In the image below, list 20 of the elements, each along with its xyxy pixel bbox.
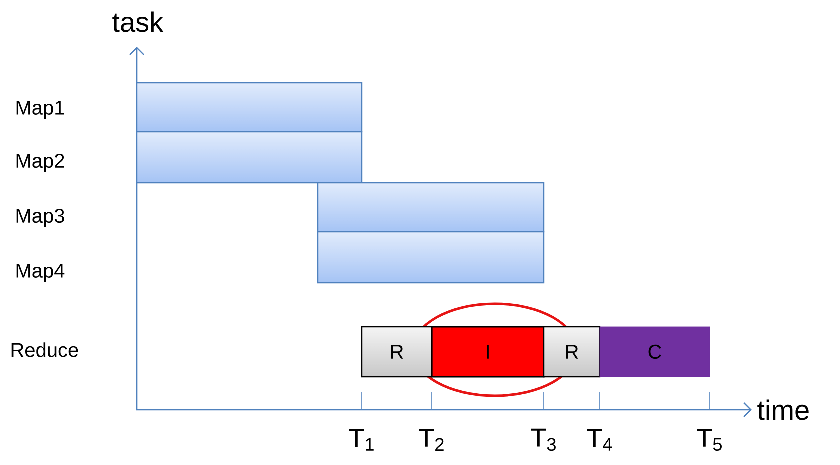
task-label: Map4 <box>16 264 65 282</box>
axis-label: time <box>758 400 809 420</box>
task-label: Map2 <box>16 154 64 172</box>
axis-label: task <box>112 12 164 32</box>
phase-box: R <box>543 326 601 378</box>
time-mark: T$_{2}$ <box>419 428 444 451</box>
task-label: Reduce <box>12 342 78 358</box>
task-bar <box>317 231 545 284</box>
time-mark: T$_{3}$ <box>531 428 556 452</box>
time-mark: T$_{5}$ <box>697 428 722 451</box>
time-mark: T$_{1}$ <box>349 429 374 451</box>
phase-box: I <box>431 326 545 378</box>
task-bar <box>136 131 363 184</box>
task-bar <box>136 82 363 133</box>
task-label: Map3 <box>16 208 64 228</box>
time-mark: T$_{4}$ <box>587 429 612 451</box>
phase-box: C <box>600 326 710 378</box>
task-label: Map1 <box>16 101 64 119</box>
phase-box: R <box>361 326 433 378</box>
task-bar <box>317 182 545 233</box>
